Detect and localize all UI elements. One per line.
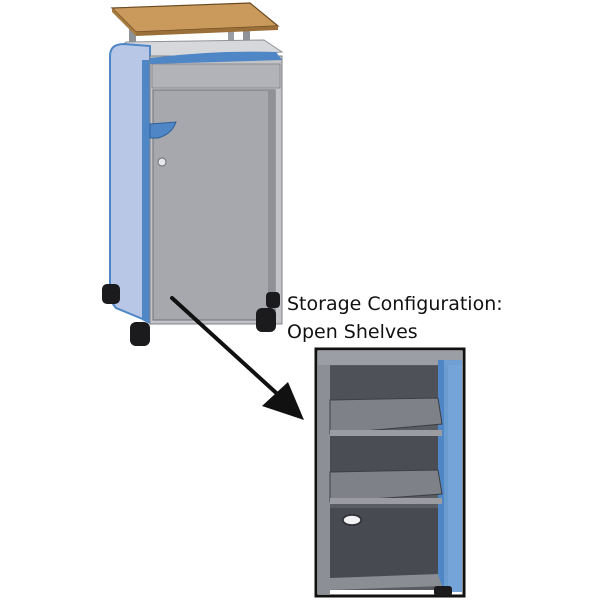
arrow-head bbox=[262, 382, 304, 420]
inset-side-panel-edge bbox=[438, 360, 444, 592]
pointer-arrow bbox=[170, 296, 304, 420]
inset-back-wall-2 bbox=[330, 436, 438, 472]
caster-front-right bbox=[256, 308, 276, 332]
lectern-post-left bbox=[129, 26, 136, 52]
lectern-wood-top-front bbox=[136, 26, 278, 36]
lectern-post-back bbox=[228, 30, 234, 44]
inset-left-post bbox=[318, 351, 330, 594]
open-shelves-inset bbox=[314, 347, 466, 598]
storage-configuration-caption: Storage Configuration: Open Shelves bbox=[287, 290, 587, 346]
inset-bottom-caster bbox=[434, 586, 452, 596]
lectern-door-shade bbox=[268, 90, 275, 320]
arrow-shaft bbox=[170, 296, 286, 402]
caster-front-left bbox=[130, 322, 150, 346]
lectern-casters bbox=[102, 284, 280, 346]
lectern-side-panel bbox=[109, 42, 151, 324]
caster-back-right bbox=[266, 292, 280, 308]
inset-floor bbox=[330, 574, 442, 590]
caster-back-left bbox=[102, 284, 120, 304]
inset-shelf-2-edge bbox=[330, 498, 442, 504]
mobile-lectern bbox=[102, 2, 284, 346]
inset-cable-grommet bbox=[342, 514, 362, 526]
inset-side-panel bbox=[442, 360, 462, 592]
lectern-side-trim bbox=[142, 60, 150, 324]
inset-top-band bbox=[318, 351, 462, 365]
caption-line-2: Open Shelves bbox=[287, 321, 418, 343]
inset-shelf-1-edge bbox=[330, 430, 442, 436]
lectern-door-handle bbox=[149, 121, 177, 139]
lectern-top-blue-trim bbox=[150, 51, 282, 64]
lectern-drawer-band bbox=[151, 63, 281, 89]
inset-shelf-1 bbox=[329, 397, 443, 435]
caption-line-1: Storage Configuration: bbox=[287, 293, 503, 315]
inset-shelf-2 bbox=[329, 469, 443, 503]
lectern-wood-top-edge bbox=[112, 8, 136, 36]
lectern-door-lock bbox=[157, 157, 167, 167]
inset-back-wall-1 bbox=[330, 366, 438, 400]
